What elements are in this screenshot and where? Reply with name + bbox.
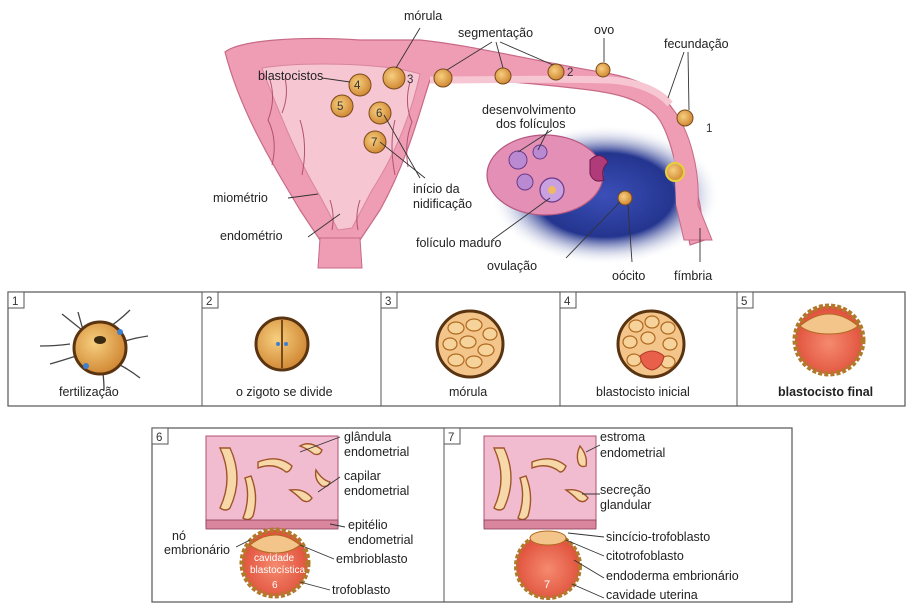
label-glandular: glandular [600, 498, 651, 512]
panel-number-7: 7 [448, 432, 454, 444]
embryo-3 [383, 67, 405, 89]
marker-6: 6 [376, 108, 382, 120]
label-glandula-endometrial: endometrial [344, 445, 409, 459]
label-fecundacao: fecundação [664, 37, 729, 51]
label-inicio-da: início da [413, 182, 460, 196]
stage-caption-4: blastocisto inicial [596, 385, 690, 399]
stage-caption-3: mórula [449, 385, 487, 399]
label-foliculo-maduro: folículo maduro [416, 236, 502, 250]
label-inner-6: 6 [272, 580, 278, 591]
label-cavidade: cavidade [254, 553, 294, 564]
morula-figure [437, 311, 503, 377]
label-ovo: ovo [594, 23, 614, 37]
early-blastocyst-figure [618, 311, 684, 377]
panel-number-6: 6 [156, 432, 162, 444]
label-endometrio: endométrio [220, 229, 283, 243]
label-embrionario: embrionário [164, 543, 230, 557]
label-citotrofoblasto: citotrofoblasto [606, 549, 684, 563]
label-segmentacao: segmentação [458, 26, 533, 40]
label-oocito: oócito [612, 269, 645, 283]
zygote-figure [256, 318, 308, 370]
marker-1: 1 [706, 123, 712, 135]
label-capilar: capilar [344, 469, 381, 483]
stage-number-1: 1 [12, 296, 18, 308]
label-estroma-endometrial: endometrial [600, 446, 665, 460]
marker-3: 3 [407, 74, 413, 86]
label-fimbria: fímbria [674, 269, 712, 283]
label-blastocistica: blastocística [250, 565, 305, 576]
stage-panels: 1 2 3 4 5 [8, 292, 905, 406]
label-dos-foliculos: dos folículos [496, 117, 565, 131]
label-morula: mórula [404, 9, 442, 23]
label-epitelio: epitélio [348, 518, 388, 532]
label-ovulacao: ovulação [487, 259, 537, 273]
embryo-1 [677, 110, 693, 126]
embryo-seg-b [434, 69, 452, 87]
embryo-seg-a [495, 68, 511, 84]
fertilization-figure [40, 310, 148, 390]
label-epitelio-endometrial: endometrial [348, 533, 413, 547]
oocyte-fimbria [666, 163, 684, 181]
panel7-figure [484, 436, 596, 598]
stage-number-2: 2 [206, 296, 212, 308]
label-endoderma: endoderma embrionário [606, 569, 739, 583]
label-secrecao: secreção [600, 483, 651, 497]
stage-caption-2: o zigoto se divide [236, 385, 333, 399]
marker-4: 4 [354, 80, 361, 92]
oocyte [618, 191, 632, 205]
label-cavidade-uterina: cavidade uterina [606, 588, 698, 602]
label-nidificacao: nidificação [413, 197, 472, 211]
label-desenvolvimento: desenvolvimento [482, 103, 576, 117]
label-no: nó [172, 529, 186, 543]
label-capilar-endometrial: endometrial [344, 484, 409, 498]
marker-5: 5 [337, 101, 343, 113]
egg-ovo [596, 63, 610, 77]
embryo-2 [548, 64, 564, 80]
cervix [318, 238, 362, 268]
stage-number-5: 5 [741, 296, 747, 308]
label-inner-7: 7 [544, 579, 550, 591]
stage-number-3: 3 [385, 296, 391, 308]
marker-7: 7 [371, 137, 377, 149]
implantation-panels: 6 7 glândula endometrial [152, 428, 792, 602]
label-miometrio: miométrio [213, 191, 268, 205]
label-trofoblasto: trofoblasto [332, 583, 390, 597]
stage-caption-5: blastocisto final [778, 385, 873, 399]
marker-2: 2 [567, 67, 573, 79]
uterus-illustration: mórula segmentação ovo fecundação blasto… [213, 9, 729, 283]
stage-number-4: 4 [564, 296, 571, 308]
label-sincicio: sincício-trofoblasto [606, 530, 710, 544]
label-estroma: estroma [600, 430, 645, 444]
stage-caption-1: fertilização [59, 385, 119, 399]
label-blastocistos: blastocistos [258, 69, 323, 83]
label-embrioblasto: embrioblasto [336, 552, 408, 566]
label-glandula: glândula [344, 430, 391, 444]
late-blastocyst-figure [795, 306, 863, 374]
